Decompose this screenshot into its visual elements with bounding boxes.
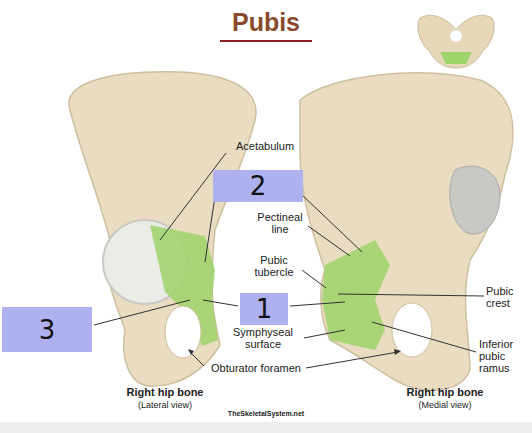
leader-line <box>290 302 345 306</box>
auricular-surface <box>450 166 500 234</box>
callout-number: 3 <box>39 316 56 344</box>
callout-number: 1 <box>256 295 273 323</box>
leader-line <box>304 330 345 338</box>
part-label: (Lateral view) <box>100 400 230 411</box>
pubis-highlight <box>440 52 472 64</box>
part-label: Right hip bone <box>100 386 230 398</box>
part-label: Obturator foramen <box>200 362 312 374</box>
leader-line <box>203 300 238 306</box>
leader-line <box>306 352 398 368</box>
leader-line <box>338 294 484 296</box>
callout-box: 2 <box>213 170 303 202</box>
leader-line <box>308 226 350 256</box>
part-label: Pectineal line <box>250 211 310 235</box>
part-label: Pubic crest <box>486 285 530 309</box>
pelvis-icon <box>418 15 494 68</box>
leader-lines <box>94 153 484 368</box>
pelvic-inlet <box>450 30 462 42</box>
leader-line <box>94 300 190 325</box>
part-label: Inferior pubic ramus <box>479 338 527 374</box>
part-label: TheSkeletalSystem.net <box>206 409 326 418</box>
arrowhead <box>394 349 401 355</box>
bottom-band <box>0 422 532 433</box>
callout-box: 1 <box>240 293 288 325</box>
leader-line <box>300 193 362 252</box>
diagram-title: Pubis <box>186 8 346 37</box>
leader-line <box>190 352 204 366</box>
callout-number: 2 <box>250 172 267 200</box>
part-label: Right hip bone <box>380 386 510 398</box>
pelvis-outline <box>418 15 494 68</box>
leader-line <box>372 322 476 352</box>
part-label: Acetabulum <box>218 140 312 152</box>
title-underline <box>220 40 312 42</box>
hip-bone-lateral <box>69 72 256 386</box>
callout-box: 3 <box>2 307 92 352</box>
obturator-foramen <box>165 306 201 358</box>
part-label: (Medial view) <box>380 400 510 411</box>
part-label: Symphyseal surface <box>222 326 304 350</box>
leader-line <box>302 270 326 288</box>
arrowhead <box>188 349 194 355</box>
part-label: Pubic tubercle <box>246 254 302 278</box>
